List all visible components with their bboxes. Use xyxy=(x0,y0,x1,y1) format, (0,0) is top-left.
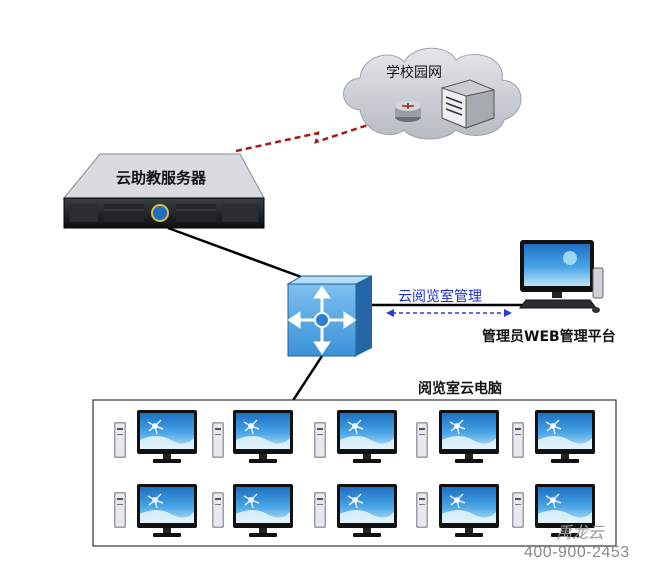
thin-client-icon xyxy=(114,492,126,528)
thin-client-icon xyxy=(314,492,326,528)
switch-icon xyxy=(286,275,373,357)
thin-client-icon xyxy=(416,492,428,528)
thin-client-icon xyxy=(212,492,224,528)
router-icon xyxy=(395,101,421,122)
link-label: 云阅览室管理 xyxy=(398,289,482,305)
arrowhead-right xyxy=(504,309,512,317)
thin-client-icon xyxy=(212,422,224,458)
admin-platform-label: 管理员WEB管理平台 xyxy=(482,329,616,345)
thin-client-icon xyxy=(512,422,524,458)
server-to-switch-link xyxy=(167,226,305,280)
server-tower-icon xyxy=(441,79,495,129)
computer-room-label: 阅览室云电脑 xyxy=(418,381,502,397)
thin-client-icon xyxy=(416,422,428,458)
admin-pc-icon xyxy=(519,240,604,313)
thin-client-icon xyxy=(114,422,126,458)
switch-to-room-link xyxy=(290,355,324,403)
thin-client-icon xyxy=(512,492,524,528)
arrowhead-left xyxy=(386,309,394,317)
thin-client-icon xyxy=(314,422,326,458)
watermark-phone: 400-900-2453 xyxy=(524,544,630,561)
server-label: 云助教服务器 xyxy=(116,169,207,187)
wan-link xyxy=(235,110,409,153)
campus-network-label: 学校园网 xyxy=(386,65,442,81)
watermark-brand: 禹龙云 xyxy=(556,523,605,542)
rack-server-icon xyxy=(62,153,265,229)
